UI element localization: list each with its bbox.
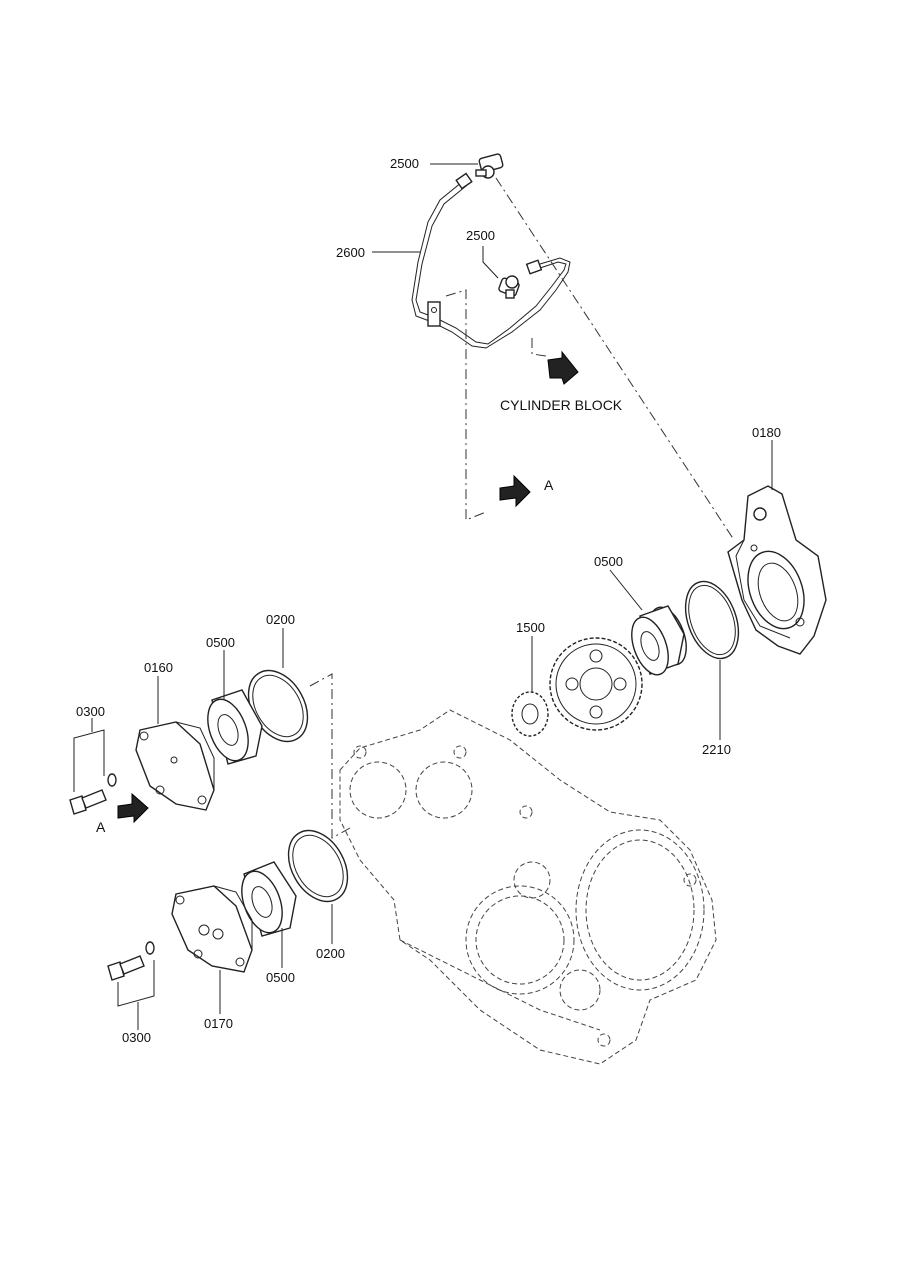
part-label-0500-right: 0500 xyxy=(594,554,623,569)
cover-0160 xyxy=(135,721,215,811)
leader-2500-mid xyxy=(482,246,499,279)
guide-line-left xyxy=(309,673,351,839)
leader-0300-upper xyxy=(73,729,105,792)
leader-0500-right xyxy=(609,569,643,611)
guide-line-to-block xyxy=(531,338,547,357)
cylinder-block-arrow-icon xyxy=(547,350,579,385)
banjo-fitting-2500-top xyxy=(475,153,504,179)
o-ring-2210 xyxy=(684,580,740,660)
leader-0300-lower xyxy=(117,960,155,1007)
part-label-0200-upper: 0200 xyxy=(266,612,295,627)
guide-line-to-a xyxy=(445,289,487,521)
oil-pipe-2600 xyxy=(411,172,571,349)
bearing-0500-right xyxy=(631,605,687,676)
gear-1500 xyxy=(511,691,549,737)
part-label-0160: 0160 xyxy=(144,660,173,675)
guide-line-to-0180 xyxy=(495,177,735,541)
bolt-0300-lower xyxy=(107,941,155,981)
view-a-label-bottom: A xyxy=(96,819,106,835)
part-label-2500-top: 2500 xyxy=(390,156,419,171)
part-label-0170: 0170 xyxy=(204,1016,233,1031)
bearing-0500-lower-left xyxy=(241,861,297,937)
part-label-0500-lower-left: 0500 xyxy=(266,970,295,985)
part-label-0300-lower: 0300 xyxy=(122,1030,151,1045)
part-label-0200-lower: 0200 xyxy=(316,946,345,961)
cover-0170 xyxy=(171,885,253,973)
part-label-2500-mid: 2500 xyxy=(466,228,495,243)
bolt-0300-upper xyxy=(69,773,117,815)
part-label-2210: 2210 xyxy=(702,742,731,757)
cylinder-block-label: CYLINDER BLOCK xyxy=(500,397,623,413)
gear-case xyxy=(339,709,717,1065)
part-label-0180: 0180 xyxy=(752,425,781,440)
part-label-2600: 2600 xyxy=(336,245,365,260)
part-label-1500: 1500 xyxy=(516,620,545,635)
view-a-label-top: A xyxy=(544,477,554,493)
part-label-0500-upper-left: 0500 xyxy=(206,635,235,650)
part-label-0300-upper: 0300 xyxy=(76,704,105,719)
view-a-arrow-icon-bottom xyxy=(117,792,149,824)
banjo-fitting-2500-mid xyxy=(498,275,520,299)
bearing-0500-upper-left xyxy=(207,689,263,765)
view-a-arrow-icon-top xyxy=(499,474,531,508)
bearing-housing-0180 xyxy=(727,485,827,655)
idle-gear xyxy=(549,637,643,731)
